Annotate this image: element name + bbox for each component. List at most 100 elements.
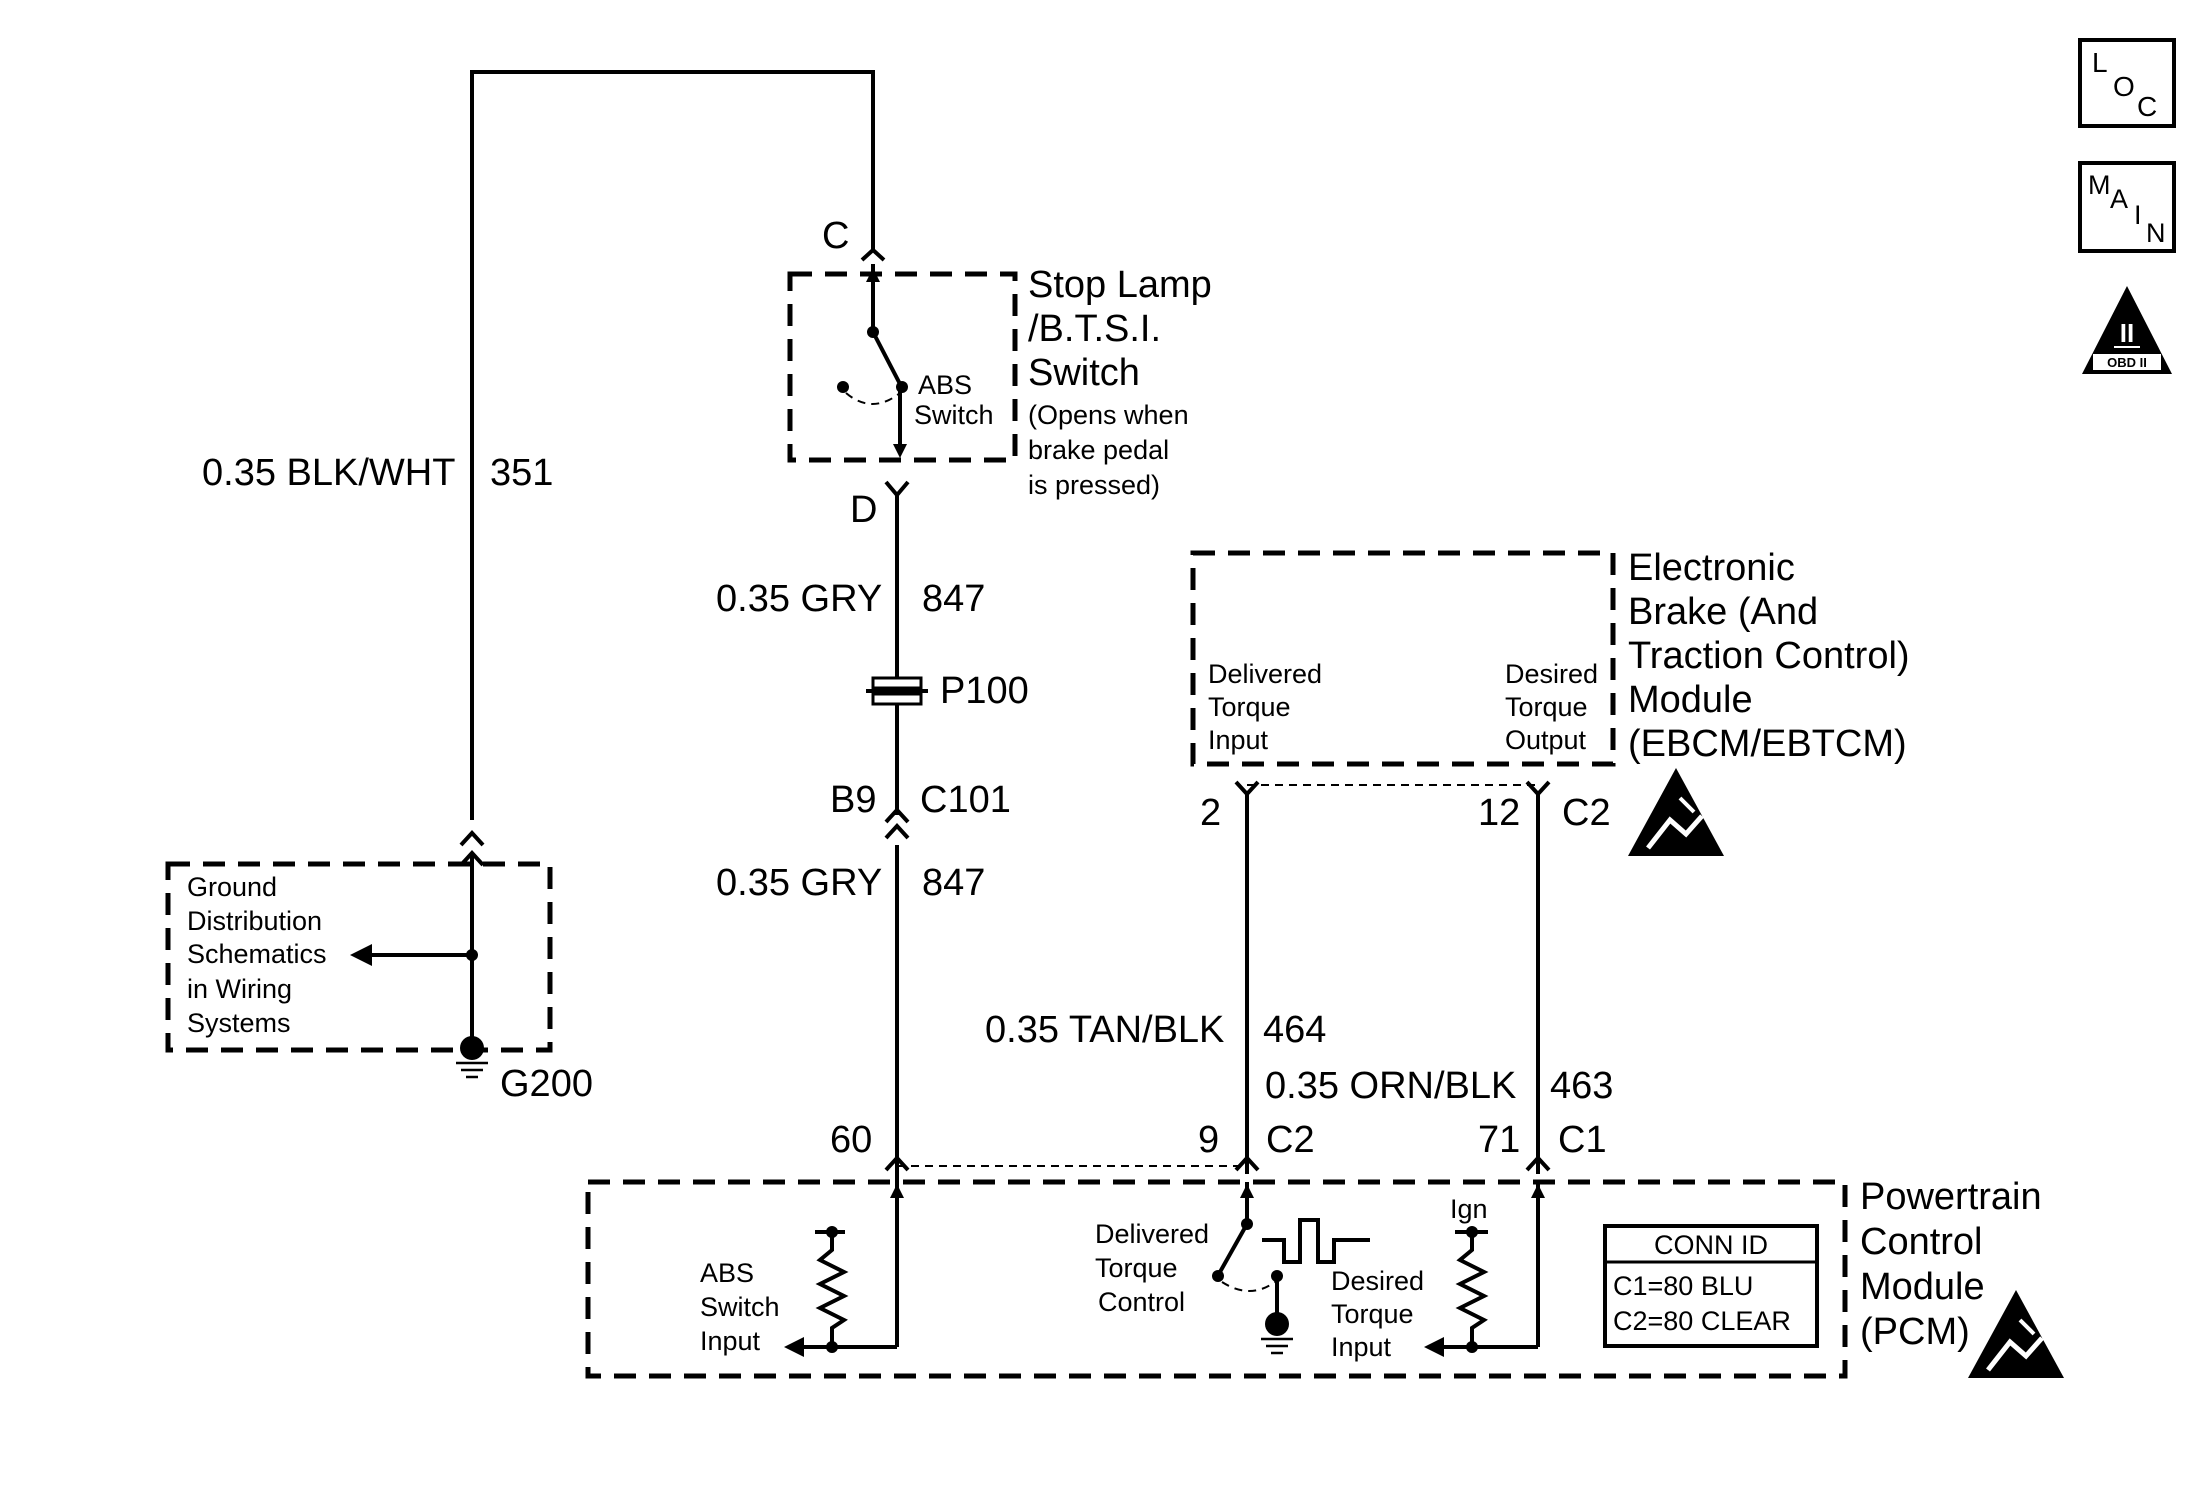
orn-blk-wire-463: 0.35 ORN/BLK 463: [1265, 794, 1613, 1174]
stop-lamp-switch: C ABS Switch Stop Lamp /B.T.S.I. Switch …: [787, 215, 1212, 531]
switch-label-line-2: Switch: [914, 400, 994, 430]
ebcm-pin-right: 12: [1478, 792, 1520, 834]
conn-id-title: CONN ID: [1654, 1230, 1768, 1260]
loc-letter-c: C: [2137, 91, 2157, 122]
ebcm-input-line-1: Delivered: [1208, 659, 1322, 689]
obd-numeral: II: [2120, 318, 2134, 348]
esd-sensitive-icon: [1628, 768, 1724, 856]
main-icon[interactable]: M A I N: [2078, 161, 2176, 253]
delivered-torque-control-circuit: Delivered Torque Control: [1095, 1182, 1370, 1355]
ebcm-title-line-5: (EBCM/EBTCM): [1628, 723, 1907, 765]
ground-symbol-icon: [1261, 1337, 1293, 1355]
delivered-control-line-1: Delivered: [1095, 1219, 1209, 1249]
gry-wire-847: 0.35 GRY 847 P100 B9 C101 0.35 GRY 847: [716, 495, 1029, 1347]
ebcm-output-line-1: Desired: [1505, 659, 1598, 689]
abs-input-line-1: ABS: [700, 1258, 754, 1288]
gry-upper-circuit: 847: [922, 578, 985, 620]
ground-wire-circuit: 351: [490, 452, 553, 494]
pcm-pin-delivered: 9: [1198, 1119, 1219, 1161]
pcm-conn-delivered: C2: [1266, 1119, 1315, 1161]
abs-switch-input-circuit: ABS Switch Input: [700, 1182, 904, 1357]
ground-block-line-2: Distribution: [187, 906, 322, 936]
gry-upper-gauge-color: 0.35 GRY: [716, 578, 882, 620]
resistor-icon: [815, 1232, 849, 1347]
delivered-control-line-3: Control: [1098, 1287, 1185, 1317]
c101-pin: B9: [830, 779, 876, 821]
main-letter-a: A: [2110, 184, 2128, 214]
loc-letter-l: L: [2092, 47, 2108, 78]
switch-title-line-1: Stop Lamp: [1028, 264, 1212, 306]
ground-wire-351: 0.35 BLK/WHT 351: [202, 70, 875, 1046]
pcm-conn-desired: C1: [1558, 1119, 1607, 1161]
desired-torque-input-circuit: Ign Desired Torque Input: [1331, 1182, 1545, 1362]
switch-title-line-2: /B.T.S.I.: [1028, 308, 1161, 350]
pulse-waveform-icon: [1262, 1218, 1370, 1264]
abs-input-line-3: Input: [700, 1326, 761, 1356]
desired-input-line-1: Desired: [1331, 1266, 1424, 1296]
ebcm-title-line-2: Brake (And: [1628, 591, 1818, 633]
pcm-pin-desired: 71: [1478, 1119, 1520, 1161]
main-letter-m: M: [2088, 170, 2111, 200]
obd-label: OBD II: [2107, 355, 2147, 370]
ebcm-pin-left: 2: [1200, 792, 1221, 834]
pcm-title-line-1: Powertrain: [1860, 1176, 2042, 1218]
splice-id: P100: [940, 670, 1029, 712]
tan-wire-gauge-color: 0.35 TAN/BLK: [985, 1009, 1224, 1051]
ebcm-title-line-4: Module: [1628, 679, 1753, 721]
ground-distribution-block: Ground Distribution Schematics in Wiring…: [165, 861, 593, 1105]
main-letter-n: N: [2146, 218, 2166, 248]
pcm-title-line-2: Control: [1860, 1221, 1983, 1263]
switch-top-terminal: C: [822, 215, 849, 257]
pcm-connectors: 60 9 C2 71 C1: [830, 1119, 1607, 1172]
arrow-left-icon: [350, 944, 372, 966]
ebcm-title-line-1: Electronic: [1628, 547, 1795, 589]
conn-id-line-2: C2=80 CLEAR: [1613, 1306, 1791, 1336]
ebcm-module: Delivered Torque Input Desired Torque Ou…: [1190, 547, 1910, 856]
ground-block-line-3: Schematics: [187, 939, 327, 969]
pcm-title-line-3: Module: [1860, 1266, 1985, 1308]
orn-wire-circuit: 463: [1550, 1065, 1613, 1107]
ground-id: G200: [500, 1063, 593, 1105]
tan-wire-circuit: 464: [1263, 1009, 1326, 1051]
orn-wire-gauge-color: 0.35 ORN/BLK: [1265, 1065, 1516, 1107]
conn-id-line-1: C1=80 BLU: [1613, 1271, 1753, 1301]
switch-title-line-3: Switch: [1028, 352, 1140, 394]
desired-input-line-2: Torque: [1331, 1299, 1414, 1329]
loc-letter-o: O: [2113, 71, 2135, 102]
gry-lower-circuit: 847: [922, 862, 985, 904]
switch-note-line-1: (Opens when: [1028, 400, 1189, 430]
desired-input-line-3: Input: [1331, 1332, 1392, 1362]
ground-wire-gauge-color: 0.35 BLK/WHT: [202, 452, 455, 494]
loc-icon[interactable]: L O C: [2078, 38, 2176, 128]
switch-note-line-3: is pressed): [1028, 470, 1160, 500]
ebcm-title-line-3: Traction Control): [1628, 635, 1910, 677]
c101-id: C101: [920, 779, 1011, 821]
splice-icon: [866, 676, 928, 706]
ground-block-line-1: Ground: [187, 872, 277, 902]
pcm-title-line-4: (PCM): [1860, 1311, 1970, 1353]
main-letter-i: I: [2134, 200, 2142, 230]
abs-input-line-2: Switch: [700, 1292, 780, 1322]
resistor-icon: [1455, 1232, 1489, 1347]
ground-block-line-5: Systems: [187, 1008, 291, 1038]
ebcm-connector: C2: [1562, 792, 1611, 834]
obd-ii-icon[interactable]: II OBD II: [2082, 286, 2172, 374]
ground-symbol-icon: [456, 1061, 488, 1079]
pcm-module: Powertrain Control Module (PCM) ABS Swit…: [585, 1176, 2064, 1379]
esd-sensitive-icon: [1968, 1290, 2064, 1378]
switch-note-line-2: brake pedal: [1028, 435, 1169, 465]
delivered-control-line-2: Torque: [1095, 1253, 1178, 1283]
ground-block-line-4: in Wiring: [187, 974, 292, 1004]
switch-label-line-1: ABS: [918, 370, 972, 400]
ground-point: [460, 1036, 484, 1060]
switch-bottom-terminal: D: [850, 489, 877, 531]
ebcm-output-line-3: Output: [1505, 725, 1587, 755]
ebcm-input-line-2: Torque: [1208, 692, 1291, 722]
ebcm-input-line-3: Input: [1208, 725, 1269, 755]
pcm-pin-abs: 60: [830, 1119, 872, 1161]
ign-label: Ign: [1450, 1194, 1488, 1224]
tan-blk-wire-464: 0.35 TAN/BLK 464: [985, 794, 1326, 1174]
gry-lower-gauge-color: 0.35 GRY: [716, 862, 882, 904]
conn-id-box: CONN ID C1=80 BLU C2=80 CLEAR: [1603, 1224, 1819, 1348]
